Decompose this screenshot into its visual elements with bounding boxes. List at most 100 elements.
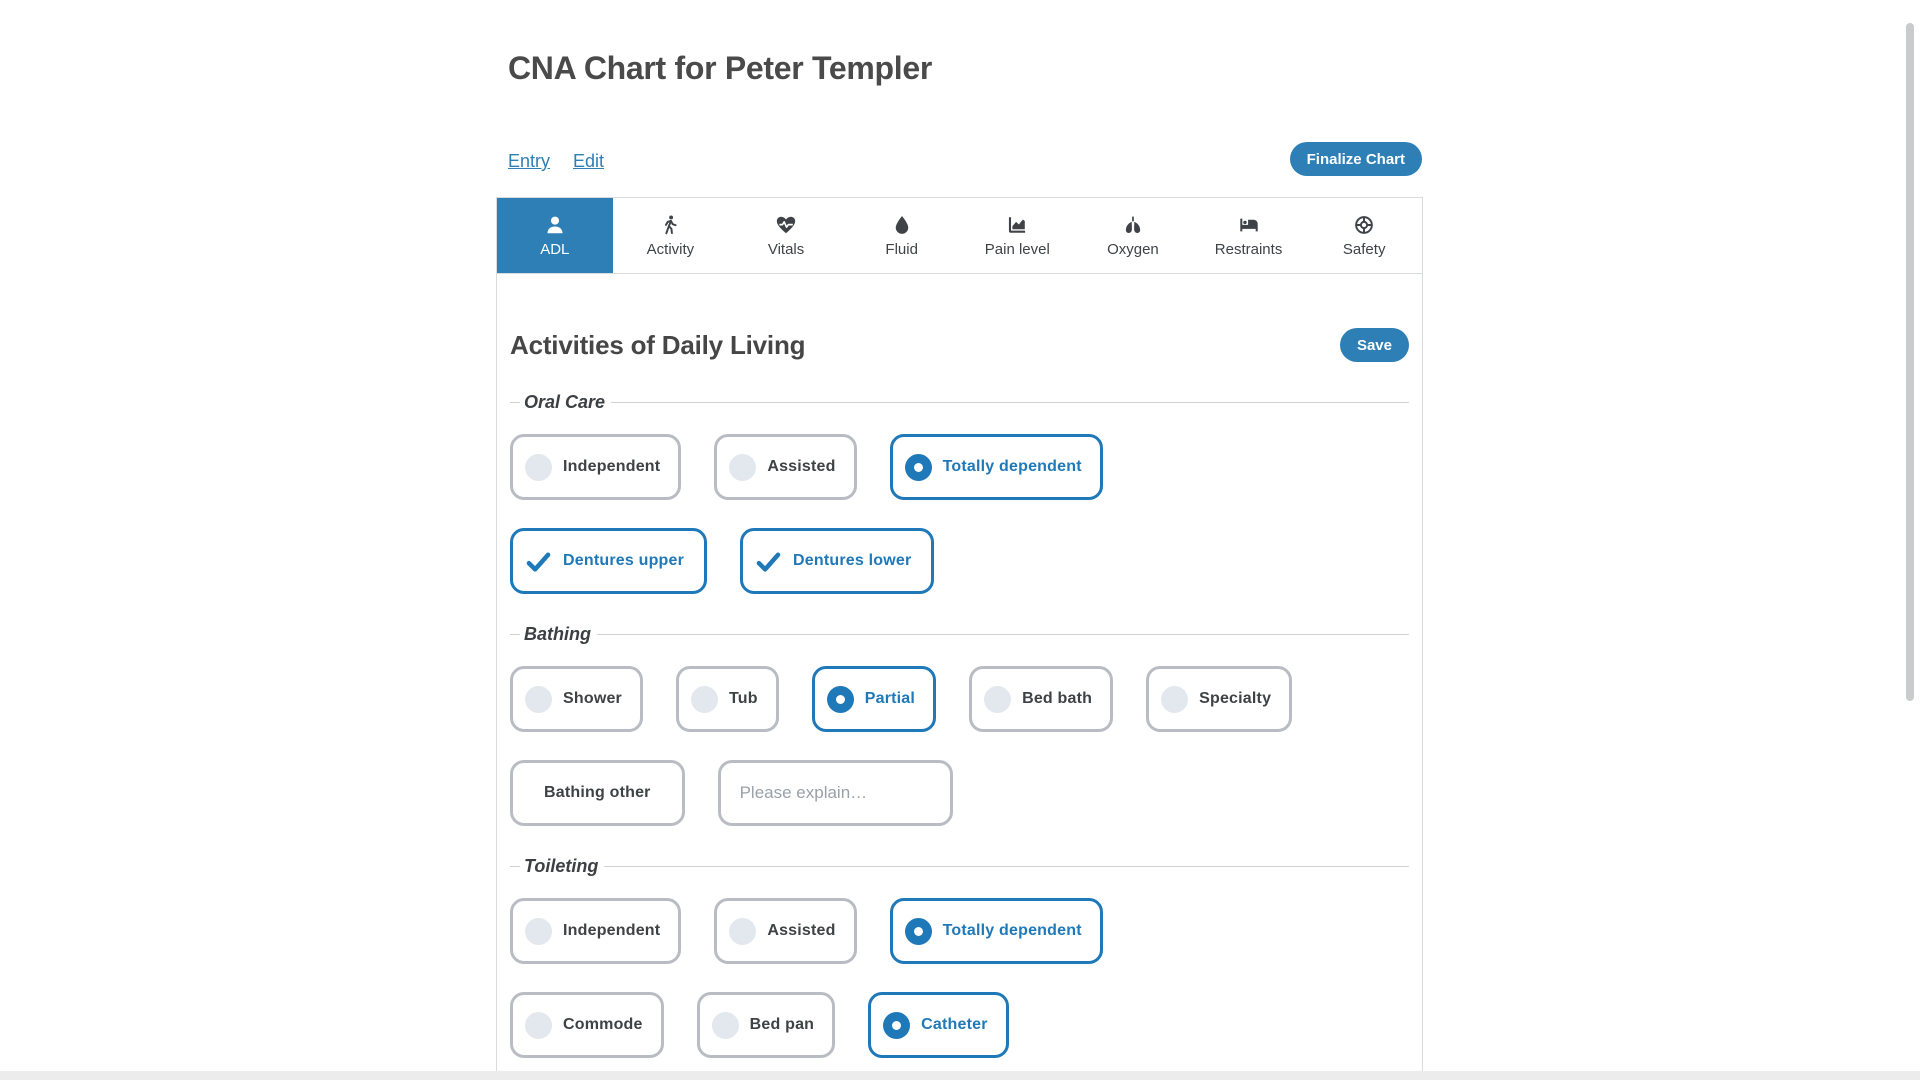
radio-circle [525,453,552,481]
checkbox-option-bathing-other[interactable]: Bathing other [510,760,685,826]
radio-circle [729,453,757,481]
lungs-icon [1122,214,1144,236]
option-label: Assisted [767,922,836,939]
tab-label: Safety [1342,240,1386,258]
radio-circle [525,1011,552,1039]
option-row: Commode Bed pan Catheter [510,992,1409,1058]
tab-fluid[interactable]: Fluid [844,198,960,273]
option-row: Bathing other [510,760,1409,826]
vertical-scrollbar-thumb[interactable] [1906,23,1914,701]
radio-option-specialty[interactable]: Specialty [1146,666,1293,732]
tab-label: Activity [646,240,695,258]
radio-circle [984,685,1012,713]
section-legend-label: Oral Care [524,392,606,412]
checkbox-option-dentures-upper[interactable]: Dentures upper [510,528,708,594]
radio-circle [1161,685,1189,713]
section-heading: Activities of Daily Living [510,329,806,360]
option-label: Independent [563,458,661,475]
droplet-icon [891,214,913,236]
radio-option-tub[interactable]: Tub [676,666,779,732]
tab-pain-level[interactable]: Pain level [960,198,1076,273]
walking-icon [659,214,681,236]
radio-circle [904,917,932,945]
radio-option-catheter[interactable]: Catheter [868,992,1009,1058]
radio-option-bed-bath[interactable]: Bed bath [969,666,1114,732]
explain-input[interactable] [717,760,953,826]
radio-option-bed-pan[interactable]: Bed pan [696,992,836,1058]
chart-area-icon [1006,214,1028,236]
panel-content: Activities of Daily Living Save Oral Car… [497,328,1422,1058]
option-label: Catheter [921,1016,988,1033]
option-label: Partial [864,690,916,707]
radio-circle [525,917,552,945]
option-label: Totally dependent [942,922,1082,939]
heartbeat-icon [775,214,797,236]
option-label: Independent [563,922,661,939]
radio-option-independent[interactable]: Independent [510,898,682,964]
life-ring-icon [1353,214,1375,236]
entry-link[interactable]: Entry [508,151,551,171]
radio-option-totally-dependent[interactable]: Totally dependent [889,434,1103,500]
tab-restraints[interactable]: Restraints [1191,198,1307,273]
tab-activity[interactable]: Activity [613,198,729,273]
tab-adl[interactable]: ADL [497,198,613,273]
radio-option-commode[interactable]: Commode [510,992,664,1058]
option-label: Bed bath [1022,690,1093,707]
radio-option-partial[interactable]: Partial [811,666,937,732]
edit-link[interactable]: Edit [573,151,605,171]
radio-option-assisted[interactable]: Assisted [714,434,857,500]
option-label: Totally dependent [942,458,1082,475]
tab-label: ADL [540,240,570,258]
checkbox-option-dentures-lower[interactable]: Dentures lower [740,528,935,594]
section-legend-label: Bathing [524,624,591,644]
page-title: CNA Chart for Peter Templer [508,50,932,86]
check-icon [525,548,552,575]
option-label: Tub [729,690,758,707]
option-label: Assisted [767,458,836,475]
radio-circle [883,1011,911,1039]
section-legend-label: Toileting [524,856,599,876]
radio-option-independent[interactable]: Independent [510,434,682,500]
radio-circle [525,685,552,713]
radio-option-shower[interactable]: Shower [510,666,643,732]
option-label: Dentures upper [563,552,685,569]
tab-vitals[interactable]: Vitals [728,198,844,273]
option-label: Bed pan [749,1016,815,1033]
check-icon [755,548,782,575]
option-row: Independent Assisted Totally dependent [510,898,1409,964]
user-icon [544,214,566,236]
radio-option-totally-dependent[interactable]: Totally dependent [889,898,1103,964]
option-label: Commode [563,1016,643,1033]
tab-safety[interactable]: Safety [1306,198,1422,273]
radio-circle [904,453,932,481]
tab-label: Restraints [1214,240,1283,258]
radio-circle [691,685,718,713]
radio-option-assisted[interactable]: Assisted [714,898,857,964]
section-legend: Bathing [510,624,1409,645]
section-legend: Oral Care [510,392,1409,413]
option-row: Dentures upper Dentures lower [510,528,1409,594]
option-label: Bathing other [544,784,651,801]
finalize-chart-button[interactable]: Finalize Chart [1289,142,1422,176]
bed-icon [1238,214,1260,236]
tab-oxygen[interactable]: Oxygen [1075,198,1191,273]
option-label: Specialty [1199,690,1272,707]
tab-label: Fluid [885,240,918,258]
tab-label: Oxygen [1107,240,1159,258]
save-button[interactable]: Save [1339,328,1409,362]
radio-circle [729,917,757,945]
option-label: Shower [563,690,622,707]
option-row: Shower Tub Partial Bed bath Specialty [510,666,1409,732]
tab-label: Vitals [767,240,805,258]
radio-circle [826,685,854,713]
option-label: Dentures lower [793,552,912,569]
radio-circle [711,1011,739,1039]
horizontal-scrollbar-track[interactable] [0,1071,1920,1080]
